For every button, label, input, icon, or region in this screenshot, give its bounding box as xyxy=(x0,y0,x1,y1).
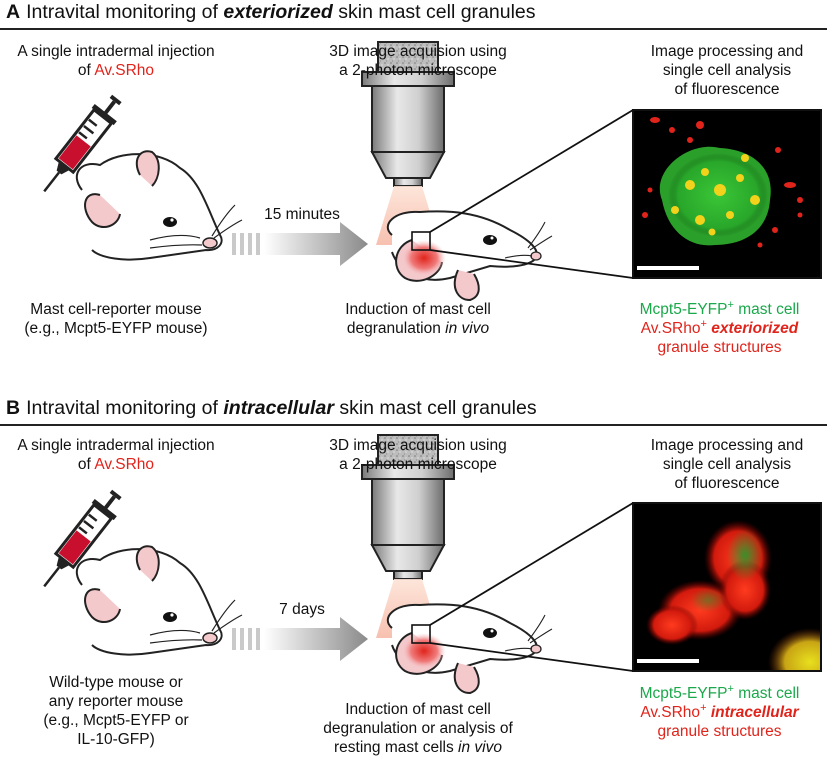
time-arrow-icon xyxy=(232,617,368,661)
title-text-end: skin mast cell granules xyxy=(332,1,536,23)
legend-red: Av.SRho+ exteriorized xyxy=(640,317,799,337)
zoom-line-top xyxy=(429,502,634,626)
panel-b-graphics xyxy=(31,434,822,694)
imaging-caption: 3D image acquision using a 2-photon micr… xyxy=(329,43,507,79)
injection-caption: A single intradermal injection of Av.SRh… xyxy=(17,437,215,473)
fluorescence-micrograph xyxy=(633,110,821,278)
micrograph-legend: Mcpt5-EYFP+ mast cell Av.SRho+ exteriori… xyxy=(639,298,800,356)
scale-bar xyxy=(637,659,699,663)
mouse-icon xyxy=(75,150,243,261)
title-text: Intravital monitoring of xyxy=(26,1,224,23)
agent-name: Av.SRho xyxy=(94,62,155,79)
title-emphasis: exteriorized xyxy=(223,1,333,23)
panel-letter: B xyxy=(6,397,21,419)
induction-caption: Induction of mast cell degranulation or … xyxy=(323,701,513,756)
time-label: 7 days xyxy=(279,601,325,618)
scale-bar xyxy=(637,266,699,270)
fluorescence-micrograph xyxy=(633,503,821,671)
zoom-line-top xyxy=(429,109,634,233)
title-text-end: skin mast cell granules xyxy=(333,397,537,419)
panel-letter: A xyxy=(6,1,21,23)
processing-caption: Image processing and single cell analysi… xyxy=(650,43,804,98)
legend-green: Mcpt5-EYFP+ mast cell xyxy=(639,298,800,318)
time-label: 15 minutes xyxy=(264,206,340,223)
processing-caption: Image processing and single cell analysi… xyxy=(650,437,804,492)
time-arrow-icon xyxy=(232,222,368,266)
legend-green: Mcpt5-EYFP+ mast cell xyxy=(639,682,800,702)
panel-a-graphics xyxy=(31,41,822,301)
title-emphasis: intracellular xyxy=(223,397,334,419)
mouse-caption: Mast cell-reporter mouse (e.g., Mcpt5-EY… xyxy=(24,301,208,337)
imaging-caption: 3D image acquision using a 2-photon micr… xyxy=(329,437,507,473)
panel-a-divider xyxy=(0,28,827,30)
mouse-icon xyxy=(75,545,243,656)
mouse-caption: Wild-type mouse or any reporter mouse (e… xyxy=(43,674,189,748)
microscope-objective-icon xyxy=(361,41,553,301)
induction-caption: Induction of mast cell degranulation in … xyxy=(345,301,491,337)
title-text: Intravital monitoring of xyxy=(26,397,224,419)
injection-caption: A single intradermal injection of Av.SRh… xyxy=(17,43,215,79)
micrograph-legend: Mcpt5-EYFP+ mast cell Av.SRho+ intracell… xyxy=(639,682,800,740)
zoom-line-bottom xyxy=(429,249,634,279)
zoom-line-bottom xyxy=(429,642,634,672)
panel-b-divider xyxy=(0,424,827,426)
agent-name: Av.SRho xyxy=(94,456,155,473)
legend-red: Av.SRho+ intracellular xyxy=(640,701,799,721)
